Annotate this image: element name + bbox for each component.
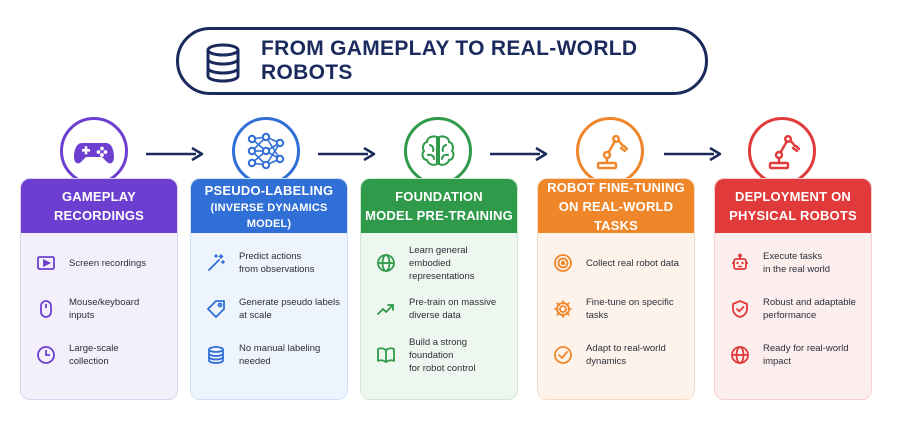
stage-card-deployment: DEPLOYMENT ON PHYSICAL ROBOTS Execute ta… — [714, 178, 872, 400]
stage-card-fine-tuning: ROBOT FINE-TUNING ON REAL-WORLD TASKS Co… — [537, 178, 695, 400]
stage-header: GAMEPLAY RECORDINGS — [21, 179, 177, 233]
database-icon — [206, 43, 240, 83]
item-text-line: Adapt to real-world — [586, 343, 666, 354]
target-icon — [554, 254, 572, 272]
globe-icon — [731, 346, 749, 364]
robot-arm-icon — [576, 117, 644, 185]
title-banner: FROM GAMEPLAY TO REAL-WORLD ROBOTS — [176, 27, 708, 95]
item-text-line: diverse data — [409, 310, 461, 321]
item-text-line: Predict actions — [239, 251, 302, 262]
item-text-line: impact — [763, 356, 791, 367]
trend-up-icon — [377, 304, 394, 315]
item-text-line: performance — [763, 310, 817, 321]
stage-title-line: PHYSICAL ROBOTS — [729, 208, 857, 223]
list-item: Fine-tune on specific tasks — [552, 291, 688, 327]
list-item: Large-scale collection — [35, 337, 171, 373]
item-text-line: Screen recordings — [69, 257, 147, 269]
flow-arrow-icon — [490, 146, 548, 162]
list-item: Ready for real-world impact — [729, 337, 865, 373]
list-item: Generate pseudo labels at scale — [205, 291, 341, 327]
flow-arrow-icon — [146, 146, 204, 162]
item-text-line: Generate pseudo labels — [239, 297, 340, 308]
book-icon — [377, 347, 395, 363]
item-text-line: tasks — [586, 310, 609, 321]
stage-card-foundation: FOUNDATION MODEL PRE-TRAINING Learn gene… — [360, 178, 518, 400]
stage-title-line: PSEUDO-LABELING — [204, 182, 334, 198]
globe-icon — [377, 254, 395, 272]
list-item: Mouse/keyboard inputs — [35, 291, 171, 327]
list-item: Predict actions from observations — [205, 245, 341, 281]
database-icon — [208, 346, 224, 364]
item-text-line: Execute tasks — [763, 251, 823, 262]
item-text-line: Collect real robot data — [586, 257, 679, 269]
list-item: Execute tasks in the real world — [729, 245, 865, 281]
list-item: Screen recordings — [35, 245, 171, 281]
list-item: No manual labeling needed — [205, 337, 341, 373]
video-icon — [37, 256, 55, 270]
item-text-line: from observations — [239, 264, 315, 275]
item-text-line: Ready for real-world — [763, 343, 849, 354]
item-text-line: Build a strong foundation — [409, 336, 468, 361]
item-text-line: No manual labeling — [239, 343, 321, 354]
item-text-line: dynamics — [586, 356, 627, 367]
item-text-line: Large-scale — [69, 343, 119, 354]
list-item: Pre-train on massive diverse data — [375, 291, 511, 327]
robot-arm-icon — [748, 117, 816, 185]
stage-header: DEPLOYMENT ON PHYSICAL ROBOTS — [715, 179, 871, 233]
flow-arrow-icon — [318, 146, 376, 162]
stage-header: PSEUDO-LABELING (INVERSE DYNAMICS MODEL) — [191, 179, 347, 233]
stage-title-line: RECORDINGS — [53, 208, 145, 223]
flow-arrow-icon — [664, 146, 722, 162]
item-text-line: Mouse/keyboard — [69, 297, 140, 308]
gamepad-icon — [60, 117, 128, 185]
item-text-line: Learn general — [409, 244, 468, 256]
list-item: Collect real robot data — [552, 245, 688, 281]
gear-icon — [554, 300, 572, 318]
stage-title-line: DEPLOYMENT ON — [735, 189, 851, 204]
stage-card-pseudo-labeling: PSEUDO-LABELING (INVERSE DYNAMICS MODEL)… — [190, 178, 348, 400]
item-text-line: Pre-train on massive — [409, 297, 497, 308]
stage-card-gameplay: GAMEPLAY RECORDINGS Screen recordings Mo… — [20, 178, 178, 400]
item-text-line: Robust and adaptable — [763, 297, 856, 308]
stage-title-line: FOUNDATION — [395, 189, 483, 204]
item-text-line: needed — [239, 356, 271, 367]
list-item: Adapt to real-world dynamics — [552, 337, 688, 373]
stage-header: FOUNDATION MODEL PRE-TRAINING — [361, 179, 517, 233]
brain-icon — [404, 117, 472, 185]
stage-title-line: ON REAL-WORLD TASKS — [558, 198, 674, 233]
item-text-line: collection — [69, 356, 109, 367]
list-item: Robust and adaptable performance — [729, 291, 865, 327]
check-circle-icon — [554, 346, 572, 364]
item-text-line: embodied representations — [409, 257, 475, 282]
magic-wand-icon — [208, 254, 225, 271]
stage-subtitle: (INVERSE DYNAMICS MODEL) — [210, 201, 328, 230]
item-text-line: for robot control — [409, 362, 476, 374]
stage-title-line: GAMEPLAY — [61, 189, 137, 204]
item-text-line: inputs — [69, 310, 95, 321]
mouse-icon — [40, 300, 52, 318]
shield-check-icon — [732, 300, 748, 318]
clock-icon — [37, 346, 55, 364]
item-text-line: in the real world — [763, 264, 831, 275]
stage-header: ROBOT FINE-TUNING ON REAL-WORLD TASKS — [538, 179, 694, 233]
item-text-line: at scale — [239, 310, 272, 321]
item-text-line: Fine-tune on specific — [586, 297, 674, 308]
stage-title-line: MODEL PRE-TRAINING — [365, 208, 513, 223]
tag-icon — [207, 300, 225, 318]
neural-network-icon — [232, 117, 300, 185]
robot-icon — [732, 253, 748, 270]
page-title: FROM GAMEPLAY TO REAL-WORLD ROBOTS — [261, 37, 638, 84]
stage-title-line: ROBOT FINE-TUNING — [547, 179, 685, 195]
